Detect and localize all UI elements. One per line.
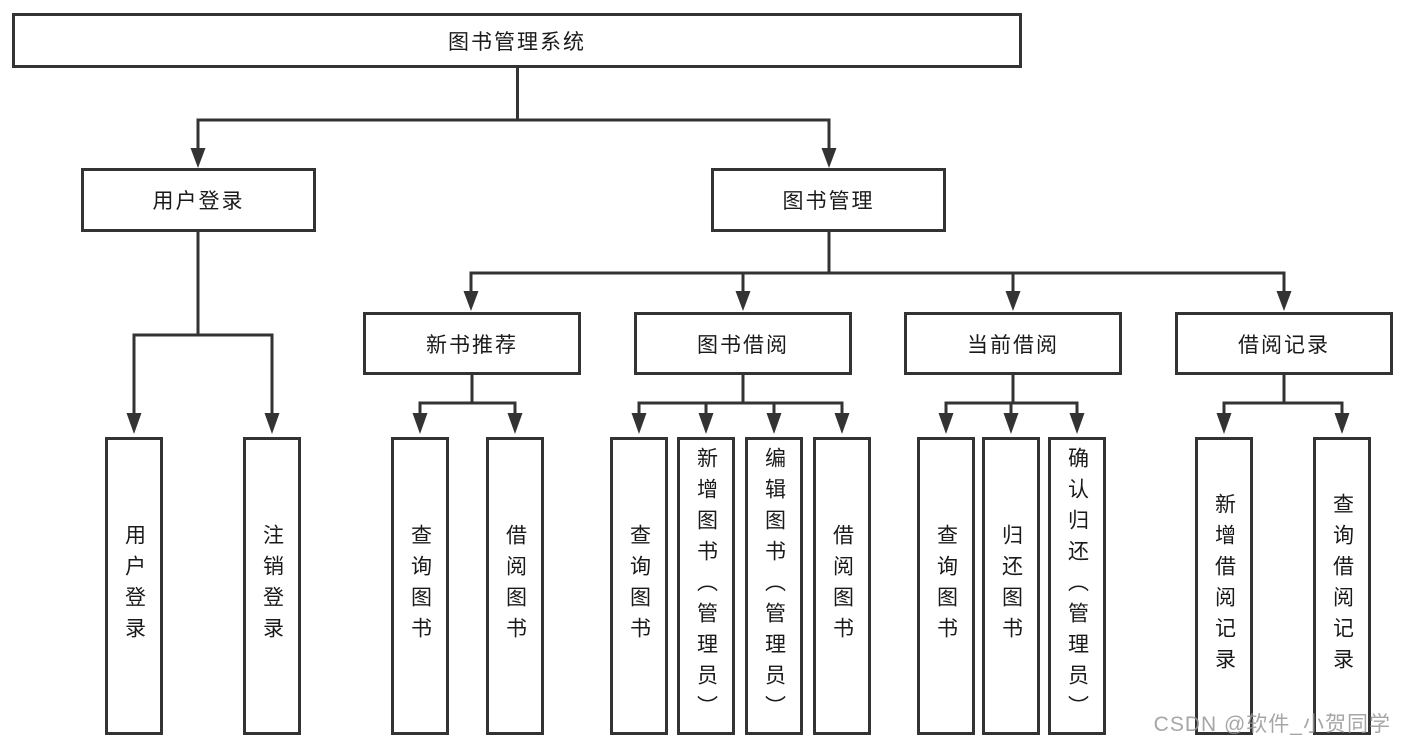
- arrowhead-icon: [698, 413, 714, 434]
- node-label: 当前借阅: [967, 333, 1059, 357]
- node-label: 图书借阅: [697, 333, 789, 357]
- node-label: 用户登录: [152, 190, 245, 213]
- arrowhead-icon: [834, 413, 850, 434]
- node-root-system: 图书管理系统: [12, 13, 1022, 68]
- node-label: 图书管理: [782, 190, 875, 213]
- leaf-label: 查询借阅记录: [1330, 493, 1354, 679]
- arrowhead-icon: [1005, 291, 1021, 311]
- leaf-label: 归还图书: [999, 524, 1023, 648]
- leaf-label: 确认归还（管理员）: [1065, 446, 1089, 726]
- leaf-add-book-admin: 新增图书（管理员）: [677, 437, 735, 735]
- leaf-label: 注销登录: [260, 524, 284, 648]
- node-current-borrowing: 当前借阅: [904, 312, 1122, 375]
- leaf-borrow-books-borrow: 借阅图书: [813, 437, 871, 735]
- edge-borrow-to-leaves: [637, 375, 844, 414]
- leaf-return-book: 归还图书: [982, 437, 1040, 735]
- node-label: 新书推荐: [426, 333, 518, 357]
- csdn-watermark: CSDN @软件_小贺同学: [1153, 713, 1391, 736]
- leaf-logout: 注销登录: [243, 437, 301, 735]
- arrowhead-icon: [264, 413, 280, 434]
- arrowhead-icon: [631, 413, 647, 434]
- edge-recommend-to-leaves: [418, 375, 517, 414]
- leaf-label: 查询图书: [408, 524, 432, 648]
- arrowheads-group: [126, 148, 1350, 434]
- leaf-add-borrow-record: 新增借阅记录: [1195, 437, 1253, 735]
- leaf-label: 借阅图书: [503, 524, 527, 648]
- leaf-query-borrow-record: 查询借阅记录: [1313, 437, 1371, 735]
- leaf-label: 查询图书: [627, 524, 651, 648]
- leaf-label: 查询图书: [934, 524, 958, 648]
- node-borrow-records: 借阅记录: [1175, 312, 1393, 375]
- arrowhead-icon: [1334, 413, 1350, 434]
- arrowhead-icon: [463, 291, 479, 311]
- edge-current-to-leaves: [944, 375, 1079, 414]
- node-book-management: 图书管理: [711, 168, 946, 232]
- leaf-query-books-borrow: 查询图书: [610, 437, 668, 735]
- arrowhead-icon: [735, 291, 751, 311]
- leaf-edit-book-admin: 编辑图书（管理员）: [745, 437, 803, 735]
- leaf-user-login: 用户登录: [105, 437, 163, 735]
- edge-root-to-level2: [196, 68, 831, 150]
- arrowhead-icon: [126, 413, 142, 434]
- arrowhead-icon: [766, 413, 782, 434]
- edge-userlogin-to-leaves: [132, 232, 274, 414]
- leaf-label: 借阅图书: [830, 524, 854, 648]
- arrowhead-icon: [938, 413, 954, 434]
- node-user-login: 用户登录: [81, 168, 316, 232]
- arrowhead-icon: [821, 148, 837, 168]
- leaf-borrow-books-recommend: 借阅图书: [486, 437, 544, 735]
- arrowhead-icon: [190, 148, 206, 168]
- arrowhead-icon: [507, 413, 523, 434]
- edge-bookmgmt-to-level3: [469, 232, 1286, 292]
- leaf-label: 用户登录: [122, 524, 146, 648]
- leaf-confirm-return-admin: 确认归还（管理员）: [1048, 437, 1106, 735]
- leaf-label: 新增图书（管理员）: [694, 446, 718, 726]
- leaf-label: 编辑图书（管理员）: [762, 446, 786, 726]
- arrowhead-icon: [1276, 291, 1292, 311]
- node-label: 图书管理系统: [448, 30, 586, 54]
- arrowhead-icon: [1069, 413, 1085, 434]
- edge-records-to-leaves: [1222, 375, 1344, 414]
- leaf-query-books-current: 查询图书: [917, 437, 975, 735]
- node-book-borrowing: 图书借阅: [634, 312, 852, 375]
- node-new-book-recommend: 新书推荐: [363, 312, 581, 375]
- arrowhead-icon: [1003, 413, 1019, 434]
- arrowhead-icon: [1216, 413, 1232, 434]
- leaf-query-books-recommend: 查询图书: [391, 437, 449, 735]
- arrowhead-icon: [412, 413, 428, 434]
- leaf-label: 新增借阅记录: [1212, 493, 1236, 679]
- node-label: 借阅记录: [1238, 333, 1330, 357]
